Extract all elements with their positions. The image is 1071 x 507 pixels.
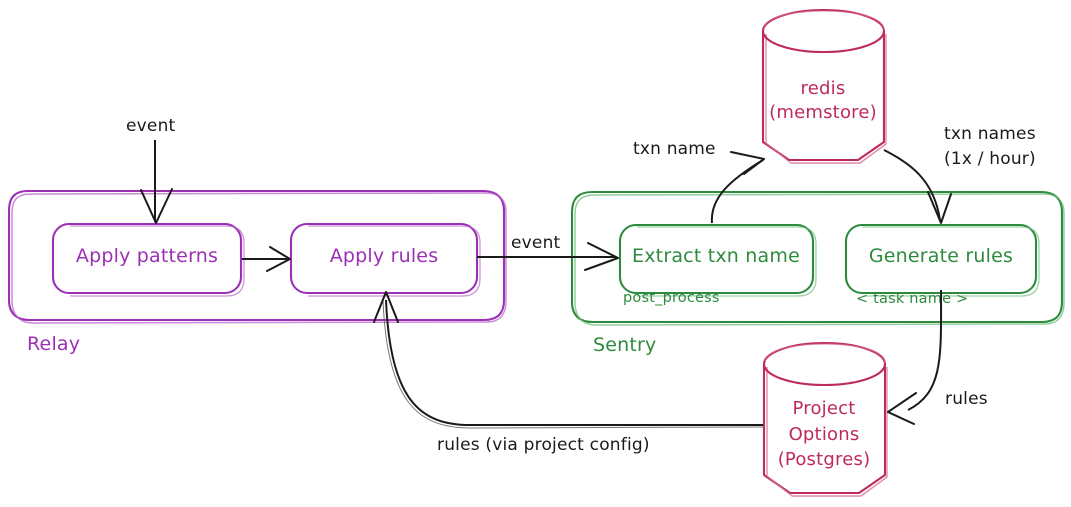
edge-redis-to-generate-rules-line bbox=[883, 149, 941, 221]
generate-rules-box-sketch bbox=[863, 226, 1040, 297]
node-generate-rules[interactable]: Generate rules < task name > bbox=[844, 223, 1040, 307]
sentry-group-outline-sketch bbox=[574, 193, 1065, 326]
apply-rules-box-sketch bbox=[308, 225, 481, 297]
edge-event-in-label: event bbox=[126, 116, 176, 136]
node-apply-rules[interactable]: Apply rules bbox=[289, 222, 481, 297]
edge-event-in-arrowhead bbox=[140, 188, 173, 224]
group-relay[interactable]: Relay bbox=[7, 189, 507, 355]
edge-patterns-to-rules bbox=[242, 246, 291, 272]
extract-txn-name-box-sketch bbox=[637, 226, 817, 297]
edge-event-relay-to-sentry-arrowhead bbox=[584, 242, 619, 271]
edge-redis-to-generate-rules-label-line2: (1x / hour) bbox=[944, 149, 1036, 169]
edge-generate-rules-to-options: rules bbox=[887, 289, 988, 425]
edge-options-to-apply-rules-line-sketch bbox=[382, 299, 764, 429]
node-apply-patterns[interactable]: Apply patterns bbox=[51, 222, 245, 297]
project-options-cylinder-top bbox=[762, 341, 887, 387]
relay-group-outline bbox=[7, 189, 506, 322]
redis-label-line1: redis bbox=[801, 78, 846, 99]
store-project-options[interactable]: Project Options (Postgres) bbox=[762, 341, 888, 497]
sentry-group-label: Sentry bbox=[593, 334, 657, 356]
redis-cylinder-body bbox=[761, 31, 886, 162]
sentry-group-outline bbox=[570, 190, 1064, 324]
edge-options-to-apply-rules-label: rules (via project config) bbox=[437, 435, 650, 455]
edge-redis-to-generate-rules: txn names (1x / hour) bbox=[883, 124, 1036, 224]
extract-txn-name-sublabel: post_process bbox=[623, 290, 720, 306]
node-extract-txn-name[interactable]: Extract txn name post_process bbox=[618, 223, 817, 306]
redis-label-line2: (memstore) bbox=[769, 102, 877, 123]
project-options-label-line1: Project bbox=[793, 398, 856, 419]
generate-rules-label: Generate rules bbox=[869, 245, 1013, 267]
project-options-cylinder-body-sketch bbox=[766, 367, 888, 497]
edge-redis-to-generate-rules-arrowhead bbox=[927, 191, 952, 224]
edge-generate-rules-to-options-line bbox=[907, 289, 943, 411]
extract-txn-name-box bbox=[618, 223, 815, 295]
relay-group-outline-sketch bbox=[11, 192, 507, 324]
apply-patterns-box-sketch bbox=[70, 225, 245, 297]
apply-patterns-box bbox=[51, 222, 243, 295]
project-options-cylinder-body bbox=[762, 364, 887, 495]
group-sentry[interactable]: Sentry bbox=[570, 190, 1065, 356]
apply-rules-box bbox=[289, 222, 479, 295]
edge-event-relay-to-sentry-label: event bbox=[511, 233, 561, 253]
edge-txn-name-to-redis-label: txn name bbox=[633, 139, 716, 159]
edge-event-in: event bbox=[126, 116, 176, 224]
project-options-label-line2: Options bbox=[789, 424, 860, 445]
redis-cylinder-top bbox=[761, 8, 886, 54]
edge-options-to-apply-rules-line bbox=[385, 299, 763, 426]
edge-redis-to-generate-rules-label-line1: txn names bbox=[944, 124, 1036, 144]
edge-options-to-apply-rules: rules (via project config) bbox=[373, 291, 764, 455]
edge-generate-rules-to-options-label: rules bbox=[945, 389, 988, 409]
edge-generate-rules-to-options-arrowhead bbox=[887, 392, 917, 425]
edge-txn-name-to-redis-arrowhead bbox=[730, 151, 765, 175]
edge-event-relay-to-sentry: event bbox=[477, 233, 619, 271]
project-options-label-line3: (Postgres) bbox=[778, 449, 871, 470]
apply-patterns-label: Apply patterns bbox=[76, 245, 218, 267]
project-options-cylinder-top-sketch bbox=[764, 343, 886, 364]
apply-rules-label: Apply rules bbox=[330, 245, 439, 267]
extract-txn-name-label: Extract txn name bbox=[632, 245, 800, 267]
edge-options-to-apply-rules-arrowhead bbox=[373, 291, 399, 323]
edge-txn-name-to-redis: txn name bbox=[633, 139, 765, 224]
relay-group-label: Relay bbox=[27, 333, 80, 355]
edge-patterns-to-rules-arrowhead bbox=[266, 246, 291, 272]
redis-cylinder-top-sketch bbox=[763, 10, 885, 31]
store-redis[interactable]: redis (memstore) bbox=[761, 8, 887, 164]
generate-rules-sublabel: < task name > bbox=[856, 291, 968, 307]
redis-cylinder-body-sketch bbox=[765, 34, 887, 164]
